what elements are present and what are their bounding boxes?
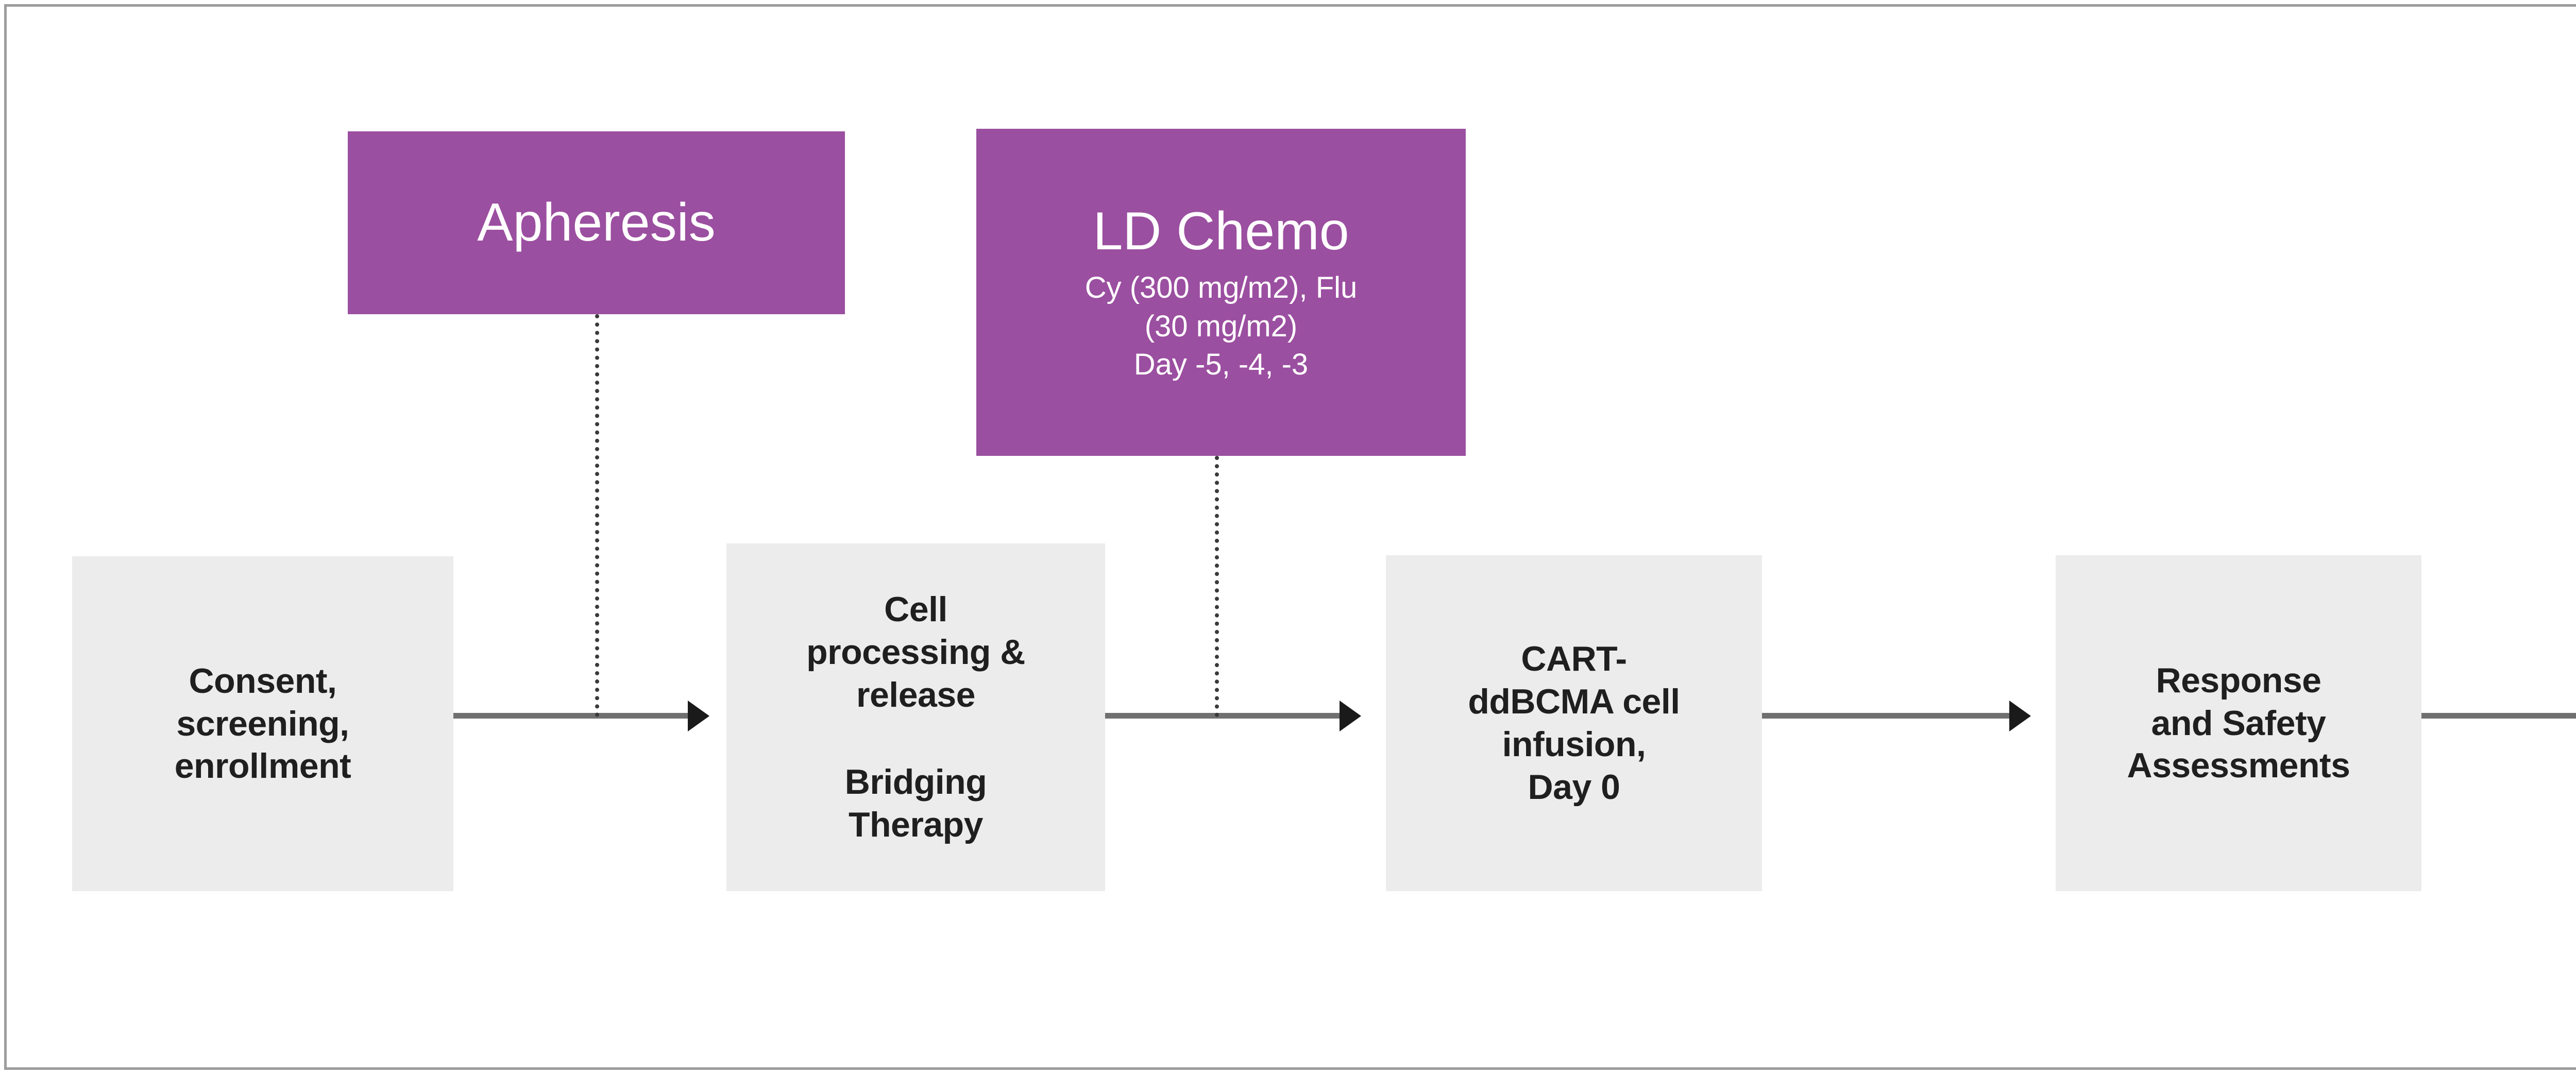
dotted-connector-apheresis (595, 314, 599, 717)
node-cart-infusion-label: CART- ddBCMA cell infusion, Day 0 (1468, 639, 1680, 807)
arrow-shaft-3 (1762, 713, 2009, 719)
arrow-shaft-4 (2421, 713, 2576, 719)
node-apheresis-title: Apheresis (477, 193, 716, 253)
arrow-shaft-2 (1105, 713, 1340, 719)
node-bridging-therapy-label: Bridging Therapy (844, 762, 987, 844)
arrow-shaft-1 (453, 713, 688, 719)
node-ld-chemo[interactable]: LD Chemo Cy (300 mg/m2), Flu (30 mg/m2) … (976, 129, 1466, 456)
node-consent-screening-enrollment[interactable]: Consent, screening, enrollment (72, 556, 453, 891)
node-cart-ddbcma-infusion[interactable]: CART- ddBCMA cell infusion, Day 0 (1386, 555, 1762, 891)
node-cell-processing[interactable]: Cell processing & release Bridging Thera… (726, 543, 1105, 891)
node-ld-chemo-detail: Cy (300 mg/m2), Flu (30 mg/m2) Day -5, -… (1084, 271, 1358, 381)
arrow-head-1 (688, 701, 709, 731)
node-ld-chemo-title: LD Chemo (1093, 201, 1349, 261)
node-response-safety-assessments[interactable]: Response and Safety Assessments (2056, 555, 2421, 891)
node-assessments-label: Response and Safety Assessments (2127, 660, 2350, 786)
arrow-head-2 (1340, 701, 1361, 731)
node-cell-processing-label: Cell processing & release (806, 590, 1025, 715)
arrow-head-3 (2009, 701, 2031, 731)
dotted-connector-ld-chemo (1215, 456, 1219, 717)
node-consent-label: Consent, screening, enrollment (174, 661, 351, 786)
node-apheresis[interactable]: Apheresis (348, 131, 845, 314)
